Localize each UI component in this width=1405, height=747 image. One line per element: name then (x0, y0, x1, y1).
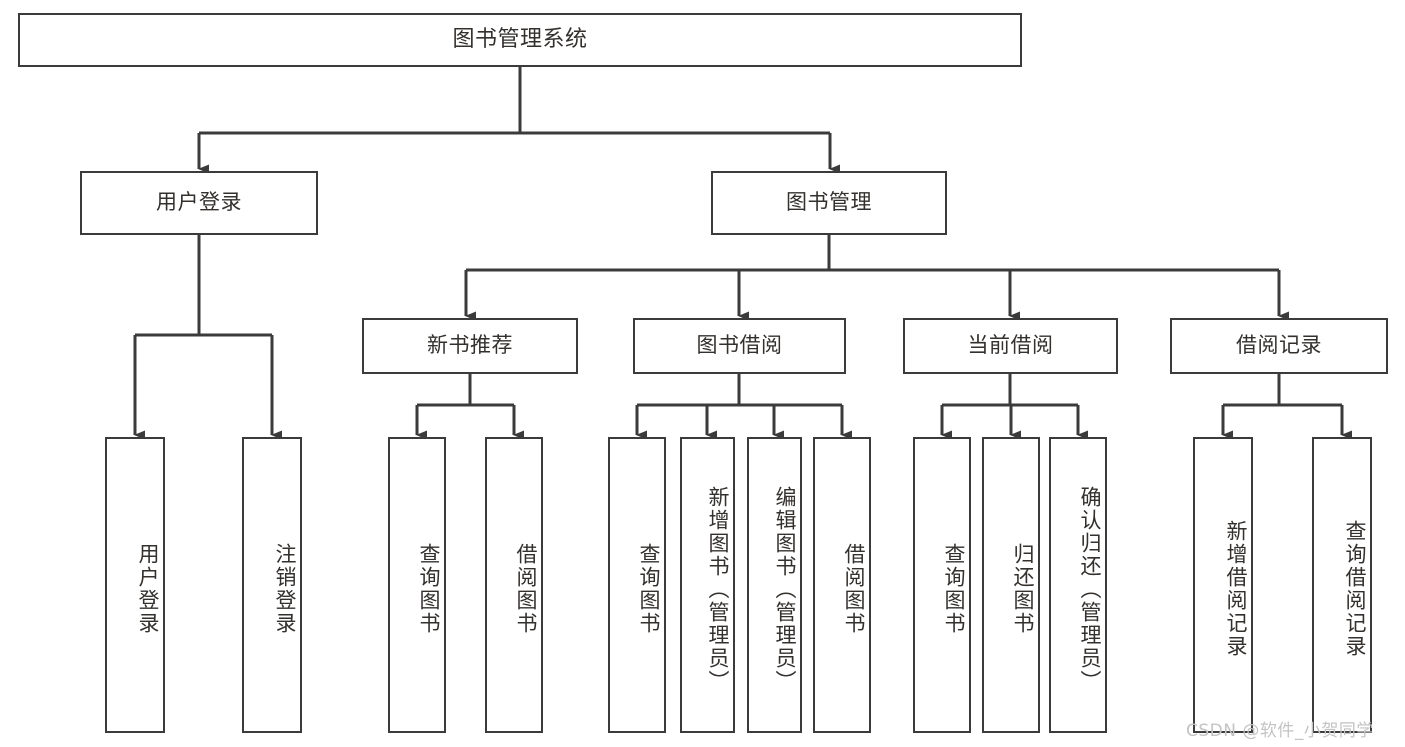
leaf-add-borrow-record[interactable]: 新增借阅记录 (1193, 437, 1253, 733)
leaf-edit-book-admin[interactable]: 编辑图书（管理员） (747, 437, 802, 733)
leaf-query-book-current[interactable]: 查询图书 (913, 437, 971, 733)
node-current-borrow[interactable]: 当前借阅 (903, 318, 1118, 374)
node-label: 图书管理系统 (452, 26, 588, 52)
node-label: 查询图书 (417, 543, 441, 635)
leaf-query-borrow-record[interactable]: 查询借阅记录 (1312, 437, 1372, 733)
leaf-query-book-borrow[interactable]: 查询图书 (608, 437, 666, 733)
node-label: 确认归还（管理员） (1078, 485, 1102, 693)
leaf-borrow-book-recommend[interactable]: 借阅图书 (485, 437, 543, 733)
node-label: 用户登录 (136, 543, 160, 635)
node-book-borrow[interactable]: 图书借阅 (633, 318, 846, 374)
node-book-management[interactable]: 图书管理 (711, 171, 947, 235)
node-new-book-recommend[interactable]: 新书推荐 (362, 318, 578, 374)
node-label: 图书管理 (786, 190, 872, 215)
node-label: 当前借阅 (967, 333, 1054, 358)
leaf-add-book-admin[interactable]: 新增图书（管理员） (680, 437, 735, 733)
watermark: CSDN @软件_小贺同学 (1186, 721, 1374, 741)
node-label: 借阅图书 (514, 543, 538, 635)
node-label: 归还图书 (1011, 543, 1035, 635)
leaf-logout[interactable]: 注销登录 (242, 437, 302, 733)
node-user-login[interactable]: 用户登录 (80, 171, 318, 235)
node-label: 注销登录 (273, 543, 297, 635)
node-borrow-record[interactable]: 借阅记录 (1170, 318, 1388, 374)
leaf-user-login[interactable]: 用户登录 (105, 437, 165, 733)
node-label: 新书推荐 (427, 333, 513, 358)
leaf-return-book[interactable]: 归还图书 (982, 437, 1040, 733)
leaf-confirm-return-admin[interactable]: 确认归还（管理员） (1049, 437, 1107, 733)
node-label: 借阅图书 (842, 543, 866, 635)
node-label: 查询借阅记录 (1343, 520, 1367, 658)
node-label: 用户登录 (156, 190, 242, 215)
node-label: 借阅记录 (1236, 333, 1322, 358)
leaf-query-book-recommend[interactable]: 查询图书 (388, 437, 446, 733)
node-label: 新增图书（管理员） (706, 485, 730, 693)
node-root[interactable]: 图书管理系统 (18, 13, 1022, 67)
node-label: 编辑图书（管理员） (773, 485, 797, 693)
node-label: 图书借阅 (696, 333, 783, 358)
node-label: 新增借阅记录 (1224, 520, 1248, 658)
node-label: 查询图书 (942, 543, 966, 635)
node-label: 查询图书 (637, 543, 661, 635)
leaf-borrow-book[interactable]: 借阅图书 (813, 437, 871, 733)
